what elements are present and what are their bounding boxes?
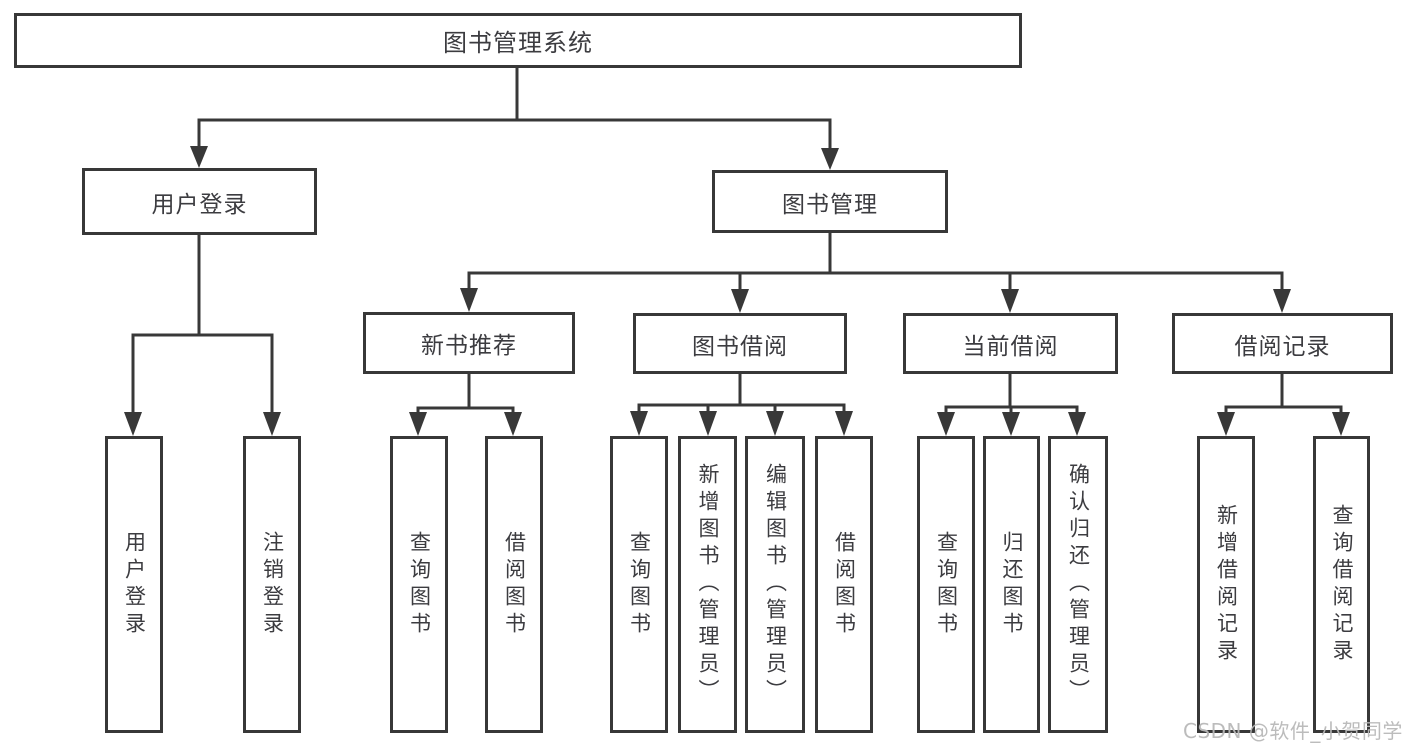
node-book-borrowing: 图书借阅 [633,313,847,374]
leaf-borrowing-query-books: 查询图书 [610,436,668,733]
leaf-recommend-borrow-books: 借阅图书 [485,436,543,733]
leaf-current-confirm-return-admin: 确认归还（管理员） [1048,436,1108,733]
leaf-borrowing-borrow-books: 借阅图书 [815,436,873,733]
node-label: 图书借阅 [692,333,788,360]
node-label: 注销登录 [260,530,285,639]
node-label: 借阅记录 [1234,333,1331,360]
leaf-records-query-record: 查询借阅记录 [1313,436,1370,733]
leaf-borrowing-edit-books-admin: 编辑图书（管理员） [745,436,805,733]
node-label: 新增图书（管理员） [696,463,720,706]
node-label: 查询图书 [407,530,432,639]
node-label: 当前借阅 [962,333,1059,360]
node-label: 确认归还（管理员） [1066,463,1091,706]
node-current-borrowing: 当前借阅 [903,313,1118,374]
leaf-logout: 注销登录 [243,436,301,733]
leaf-records-add-record: 新增借阅记录 [1197,436,1255,733]
node-label: 图书管理 [782,191,878,218]
node-label: 图书管理系统 [443,29,593,57]
node-user-login: 用户登录 [82,168,317,235]
node-label: 查询借阅记录 [1330,503,1354,666]
node-label: 查询图书 [934,530,959,639]
node-label: 新增借阅记录 [1214,503,1239,666]
node-label: 归还图书 [1000,530,1024,639]
node-new-book-recommend: 新书推荐 [363,312,575,374]
node-book-management: 图书管理 [712,170,948,233]
arrowheads [124,146,1350,436]
node-borrowing-records: 借阅记录 [1172,313,1393,374]
leaf-current-query-books: 查询图书 [917,436,975,733]
node-label: 用户登录 [151,191,248,218]
leaf-user-login: 用户登录 [105,436,163,733]
leaf-recommend-query-books: 查询图书 [390,436,448,733]
node-library-system: 图书管理系统 [14,13,1022,68]
node-label: 编辑图书（管理员） [763,463,788,706]
leaf-current-return-books: 归还图书 [983,436,1040,733]
node-label: 借阅图书 [502,530,527,639]
node-label: 用户登录 [122,530,147,639]
leaf-borrowing-add-books-admin: 新增图书（管理员） [678,436,737,733]
node-label: 查询图书 [627,530,652,639]
node-label: 新书推荐 [421,333,517,359]
csdn-watermark: CSDN @软件_小贺同学 [1183,719,1403,743]
node-label: 借阅图书 [832,530,857,639]
